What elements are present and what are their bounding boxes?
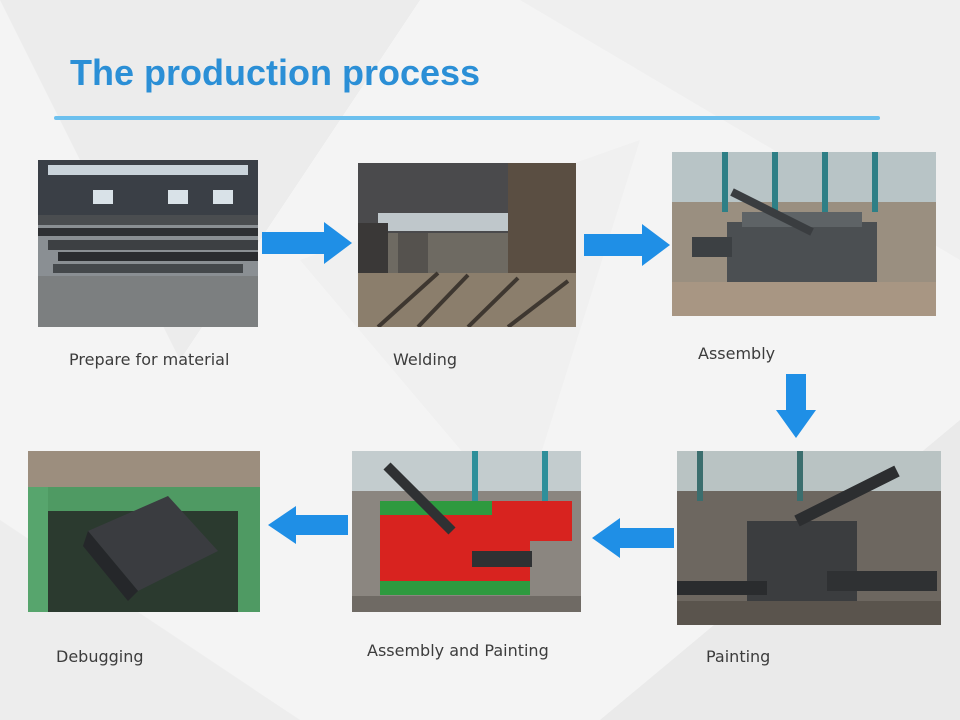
slide-title: The production process [70,52,481,93]
baler-painting-photo [677,451,941,625]
baled-scrap-block-photo [28,451,260,612]
steel-plates-photo [38,160,258,327]
step-label-assembly-painting: Assembly and Painting [367,641,549,660]
baler-assembly-photo [672,152,936,316]
flow-arrow-right-icon [584,224,670,266]
flow-arrow-down-icon [776,374,816,438]
flow-arrow-left-icon [268,506,348,544]
flow-arrow-right-icon [262,222,352,264]
painted-baler-photo [352,451,581,612]
step-label-debugging: Debugging [56,647,144,666]
title-divider [54,116,880,120]
welding-workshop-photo [358,163,576,327]
step-label-assembly: Assembly [698,344,776,363]
step-label-painting: Painting [706,647,771,666]
step-label-prepare: Prepare for material [69,350,230,369]
step-label-welding: Welding [393,350,458,369]
flow-arrow-left-icon [592,518,674,558]
